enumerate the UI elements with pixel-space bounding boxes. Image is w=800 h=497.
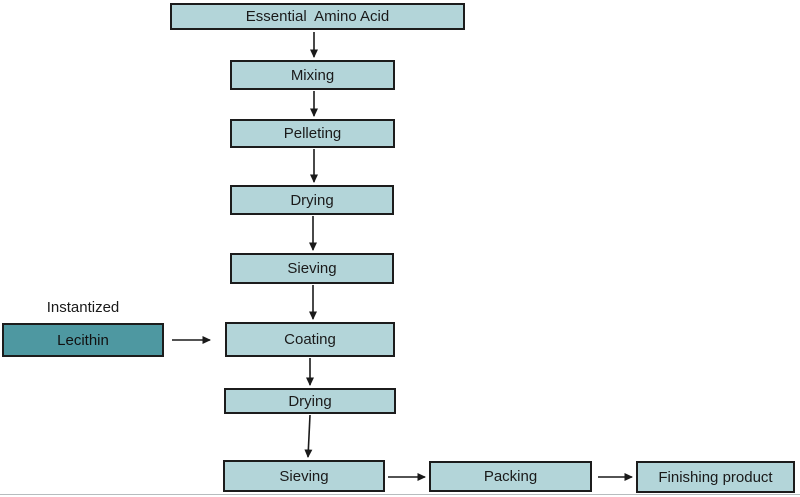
node-packing: Packing <box>429 461 592 492</box>
node-drying-2: Drying <box>224 388 396 414</box>
node-coating: Coating <box>225 322 395 357</box>
bottom-border-line <box>0 494 800 495</box>
node-lecithin: Lecithin <box>2 323 164 357</box>
node-essential-amino-acid: Essential Amino Acid <box>170 3 465 30</box>
node-sieving-1: Sieving <box>230 253 394 284</box>
node-sieving-2: Sieving <box>223 460 385 492</box>
node-pelleting: Pelleting <box>230 119 395 148</box>
node-mixing: Mixing <box>230 60 395 90</box>
node-drying-1: Drying <box>230 185 394 215</box>
node-finishing-product: Finishing product <box>636 461 795 493</box>
instantized-caption: Instantized <box>46 299 120 316</box>
arrow-drying-to-sieving-2 <box>304 414 313 458</box>
